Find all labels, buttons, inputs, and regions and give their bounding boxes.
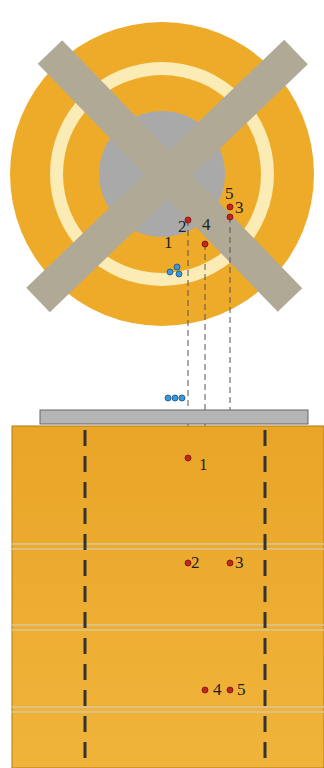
callout-number: 3 xyxy=(235,199,244,216)
callout-number: 3 xyxy=(235,554,244,571)
layer-lines xyxy=(12,544,324,712)
callout-number: 2 xyxy=(191,554,200,571)
beam xyxy=(38,52,296,300)
blue-dots xyxy=(165,264,185,401)
callout-number: 5 xyxy=(237,681,246,698)
outer-ring xyxy=(10,22,314,326)
callout-number: 5 xyxy=(225,185,234,202)
boundary-lines xyxy=(85,430,265,768)
callout-number: 4 xyxy=(202,216,211,233)
callout-number: 4 xyxy=(213,681,222,698)
callout-number: 1 xyxy=(199,456,208,473)
plate xyxy=(40,410,308,424)
measure-points xyxy=(185,204,233,693)
ore-body xyxy=(12,426,324,768)
callout-number: 2 xyxy=(178,218,187,235)
callout-number: 1 xyxy=(164,234,173,251)
